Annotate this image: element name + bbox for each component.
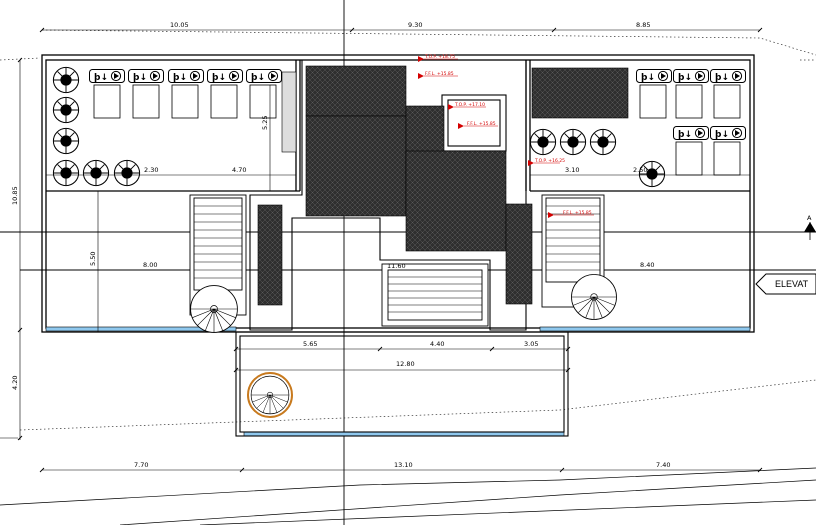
ventilation-fan-icon bbox=[529, 128, 557, 156]
spiral-stair-icon bbox=[190, 285, 238, 333]
dim-top-2: 9.30 bbox=[408, 21, 422, 29]
ac-unit-icon bbox=[89, 69, 125, 83]
elevation-tag bbox=[755, 273, 816, 295]
elevation-tag-label: ELEVAT bbox=[775, 279, 809, 289]
dim-3-05: 3.05 bbox=[524, 340, 538, 348]
dim-8-40: 8.40 bbox=[640, 261, 654, 269]
dim-bottom-2: 13.10 bbox=[394, 461, 413, 469]
dim-5-50: 5.50 bbox=[89, 252, 97, 266]
dim-bottom-3: 7.40 bbox=[656, 461, 670, 469]
ac-unit-icon bbox=[673, 69, 709, 83]
ac-unit-icon bbox=[636, 69, 672, 83]
dimension-ticks bbox=[17, 27, 763, 473]
dim-8-00: 8.00 bbox=[143, 261, 157, 269]
spiral-stair-icon bbox=[571, 274, 617, 320]
feature-circle-icon bbox=[247, 372, 293, 418]
ac-unit-icon bbox=[710, 126, 746, 140]
dim-2-30: 2.30 bbox=[144, 166, 158, 174]
level-top-parapet-1: T.O.P. +18.75 bbox=[424, 54, 455, 60]
level-ffl-1: F.F.L. +15.85 bbox=[425, 71, 454, 77]
ventilation-fan-icon bbox=[52, 66, 80, 94]
dim-5-25: 5.25 bbox=[261, 116, 269, 130]
ventilation-fan-icon bbox=[589, 128, 617, 156]
dim-left-height: 10.85 bbox=[11, 186, 19, 205]
dim-11-60: 11.60 bbox=[387, 262, 406, 270]
dim-top-1: 10.05 bbox=[170, 21, 189, 29]
level-top-parapet-3: T.O.P. +16.25 bbox=[534, 158, 565, 164]
ventilation-fan-icon bbox=[52, 159, 80, 187]
ventilation-fan-icon bbox=[559, 128, 587, 156]
ac-unit-icon bbox=[673, 126, 709, 140]
ac-unit-icon bbox=[128, 69, 164, 83]
dim-top-3: 8.85 bbox=[636, 21, 650, 29]
road-lines bbox=[0, 467, 816, 525]
dim-2-50: 2.50 bbox=[633, 166, 647, 174]
dim-12-80: 12.80 bbox=[396, 360, 415, 368]
dim-3-10: 3.10 bbox=[565, 166, 579, 174]
dim-bottom-1: 7.70 bbox=[134, 461, 148, 469]
ac-unit-icon bbox=[710, 69, 746, 83]
level-ffl-2: F.F.L. +15.85 bbox=[467, 121, 496, 127]
glazing bbox=[45, 326, 751, 437]
level-ffl-3: F.F.L. +15.85 bbox=[563, 210, 592, 216]
ventilation-fan-icon bbox=[52, 127, 80, 155]
ac-unit-icon bbox=[246, 69, 282, 83]
ventilation-fan-icon bbox=[113, 159, 141, 187]
dimension-lines bbox=[0, 29, 760, 471]
stairs bbox=[189, 194, 605, 327]
section-marker bbox=[804, 222, 816, 240]
dim-left-lower: 4.20 bbox=[11, 376, 19, 390]
terrace bbox=[235, 331, 569, 437]
plot-boundary bbox=[0, 29, 816, 431]
level-top-parapet-2: T.O.P. +17.10 bbox=[454, 102, 485, 108]
ventilation-fan-icon bbox=[82, 159, 110, 187]
dim-5-65: 5.65 bbox=[303, 340, 317, 348]
ventilation-fan-icon bbox=[52, 96, 80, 124]
dim-4-70: 4.70 bbox=[232, 166, 246, 174]
level-markers bbox=[418, 56, 594, 218]
solar-panels bbox=[257, 65, 629, 306]
ac-unit-icon bbox=[168, 69, 204, 83]
dim-4-40: 4.40 bbox=[430, 340, 444, 348]
ac-unit-icon bbox=[207, 69, 243, 83]
section-marker-label: A bbox=[807, 214, 812, 222]
